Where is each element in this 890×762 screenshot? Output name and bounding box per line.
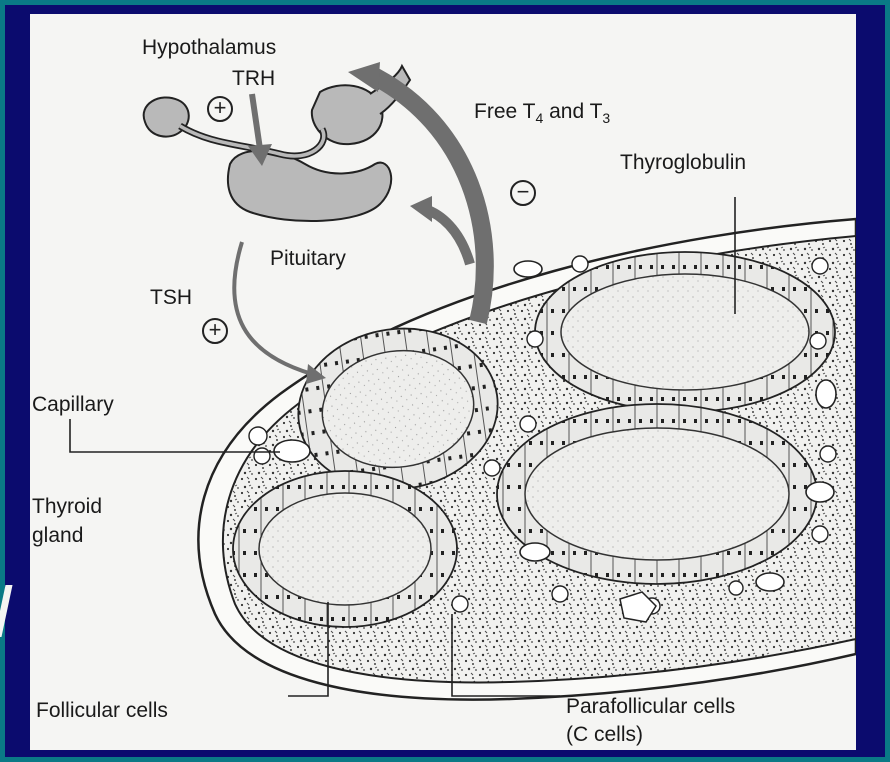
thyroid-regulation-diagram <box>30 14 856 750</box>
parafollicular-cells-label-line1: Parafollicular cells <box>566 696 735 717</box>
pituitary-label: Pituitary <box>270 248 346 269</box>
trh-label: TRH <box>232 68 275 89</box>
negative-feedback-sign: − <box>510 180 536 206</box>
tsh-label: TSH <box>150 287 192 308</box>
follicular-cells-label: Follicular cells <box>36 700 168 721</box>
and-t-text: and T <box>543 100 602 123</box>
parafollicular-cells-label-line2: (C cells) <box>566 724 643 745</box>
hypothalamus-label: Hypothalamus <box>142 37 276 58</box>
follicle-lower-left <box>233 471 457 627</box>
thyroid-gland-label-line1: Thyroid <box>32 496 102 517</box>
thyroid-gland-label-line2: gland <box>32 525 83 546</box>
follicle-upper-right <box>535 252 835 412</box>
tsh-stimulation-sign: + <box>202 318 228 344</box>
free-t4-t3-label: Free T4 and T3 <box>474 101 610 125</box>
trh-stimulation-sign: + <box>207 96 233 122</box>
pituitary-gland <box>144 66 410 221</box>
thyroglobulin-label: Thyroglobulin <box>620 152 746 173</box>
capillary-label: Capillary <box>32 394 114 415</box>
free-t-prefix: Free T <box>474 100 535 123</box>
t3-subscript: 3 <box>602 110 610 126</box>
